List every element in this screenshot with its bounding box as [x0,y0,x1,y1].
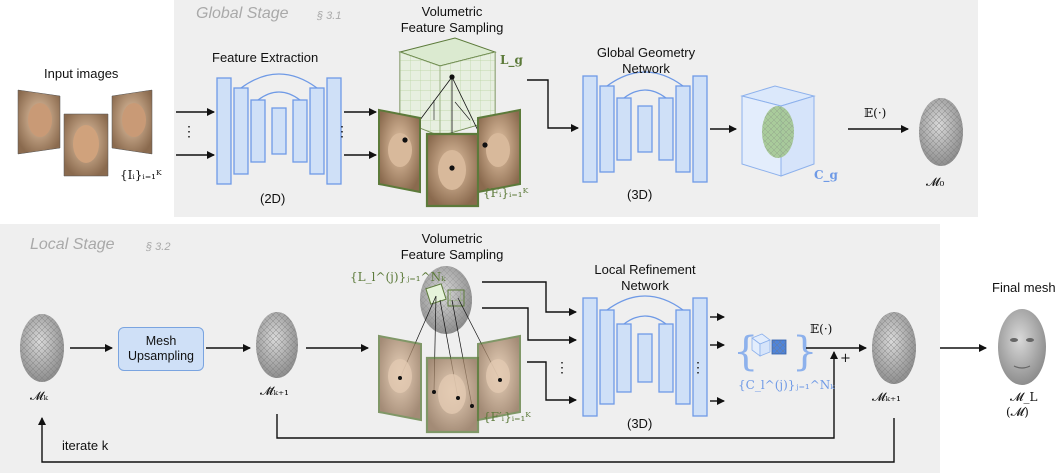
local-volume-math: {L_l^(j)}ⱼ₌₁^Nₖ [350,270,446,284]
local-stage-section: § 3.2 [146,241,171,253]
final-mesh-math-2: (𝓜) [1006,405,1029,419]
mesh-mk1 [872,312,916,384]
global-volumetric-label-1: Volumetric [421,4,483,19]
global-network-label-1: Global Geometry [596,45,696,60]
feature-extraction-label: Feature Extraction [212,50,319,65]
local-network-label-2: Network [621,278,669,293]
local-output-ellipsis: ⋮ [691,359,705,375]
global-features-math: {Fᵢ}ᵢ₌₁ᴷ [483,186,529,200]
unet-2d-global [216,73,342,185]
global-volume-cube [398,37,497,168]
global-cost-math: C_g [814,168,838,182]
local-cost-math: {C_l^(j)}ⱼ₌₁^Nₖ [738,378,835,392]
plus-sign: + [840,351,851,366]
input-ellipsis: ⋮ [182,123,196,139]
local-volumetric-label-2: Feature Sampling [400,247,504,262]
mesh-m-tilde [256,312,298,378]
local-volumetric-label-1: Volumetric [421,231,483,246]
local-input-arrow-2 [482,307,577,344]
mesh-mtilde-math: 𝓜̃ₖ₊₁ [260,384,289,398]
final-mesh-label: Final mesh [992,280,1056,295]
volume-to-global-network-arrow [527,79,579,132]
global-expectation: 𝔼(·) [864,106,887,120]
upsampling-label-1: Mesh [145,334,177,348]
unet-3d-local [582,295,708,417]
local-input-arrow-1 [482,281,577,316]
global-mesh-m0 [919,98,963,166]
feature-ellipsis: ⋮ [335,123,349,139]
global-volume-math: L_g [500,53,523,67]
global-stage-panel [174,0,978,217]
input-images [17,89,153,177]
global-stage-section: § 3.1 [317,10,342,22]
iterate-label: iterate k [62,438,109,453]
global-volumetric-label-2: Feature Sampling [400,20,504,35]
local-input-arrow-3 [527,361,577,404]
skip-connection-line [276,351,838,439]
global-mesh-math: 𝓜₀ [926,175,945,189]
local-expectation: 𝔼(·) [810,322,833,336]
input-images-math: {Iᵢ}ᵢ₌₁ᴷ [120,168,162,182]
local-feature-maps [378,334,521,434]
global-feature-maps [378,108,521,208]
unet-3d-global [582,71,708,183]
local-cost-volumes: { } [733,329,817,375]
global-stage-title: Global Stage [196,5,289,22]
mesh-upsampling-box: Mesh Upsampling [118,327,204,371]
local-features-math: {F′ᵢ}ᵢ₌₁ᴷ [483,410,531,424]
mesh-mk-math: 𝓜ₖ [30,389,48,403]
local-network-label-1: Local Refinement [594,262,696,277]
feature-extraction-dim: (2D) [260,191,286,206]
mesh-mk1-math: 𝓜ₖ₊₁ [872,390,901,404]
global-network-dim: (3D) [627,187,653,202]
iterate-loop-line [38,417,895,463]
mesh-mk [20,314,64,382]
svg-text:}: } [792,329,817,375]
local-stage-title: Local Stage [30,236,115,253]
global-cost-volume [740,85,816,177]
input-images-label: Input images [44,66,119,81]
global-network-label-2: Network [622,61,670,76]
local-network-dim: (3D) [627,416,653,431]
final-mesh [998,309,1046,385]
local-input-ellipsis: ⋮ [555,359,569,375]
upsampling-label-2: Upsampling [127,349,194,363]
final-mesh-math-1: 𝓜_L [1010,390,1038,404]
